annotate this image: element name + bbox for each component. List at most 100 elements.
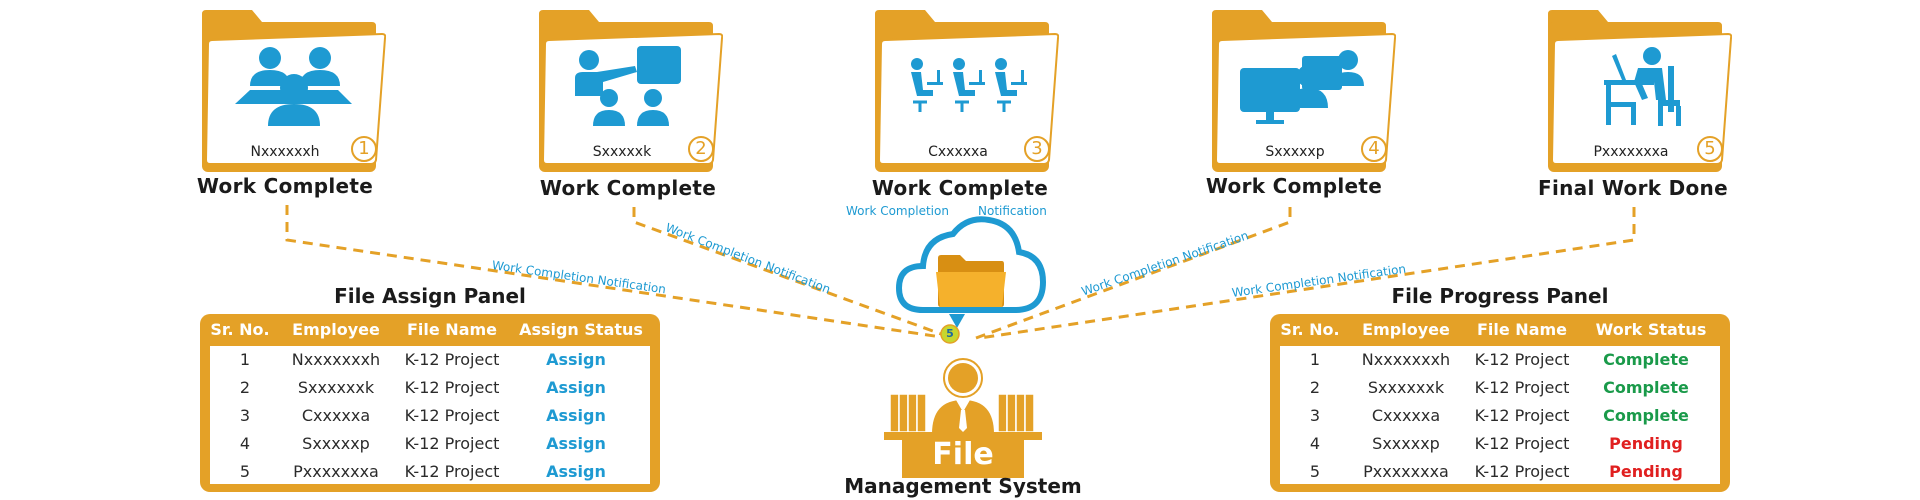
workstations-icon bbox=[911, 58, 1027, 112]
table-row: 2 Sxxxxxxk K-12 Project Complete bbox=[1280, 374, 1720, 402]
assign-panel-body: 1 Nxxxxxxxh K-12 Project Assign 2 Sxxxxx… bbox=[210, 346, 650, 484]
cell-sr-no: 1 bbox=[1309, 350, 1321, 369]
monitor-users-icon bbox=[1240, 50, 1364, 124]
cell-employee: Cxxxxxa bbox=[1371, 406, 1441, 425]
cell-employee: Sxxxxxxk bbox=[1367, 378, 1445, 397]
assign-link[interactable]: Assign bbox=[546, 350, 606, 369]
header-sr-no: Sr. No. bbox=[210, 320, 270, 339]
stage-label-2: Work Complete bbox=[539, 176, 717, 200]
progress-panel-header: Sr. No. Employee File Name Work Status bbox=[1270, 314, 1730, 346]
header-employee: Employee bbox=[1362, 320, 1450, 339]
folder-number: 4 bbox=[1368, 138, 1380, 159]
connector-4 bbox=[975, 207, 1292, 340]
cell-sr-no: 5 bbox=[1309, 462, 1321, 481]
assign-link[interactable]: Assign bbox=[546, 434, 606, 453]
cell-sr-no: 2 bbox=[239, 378, 251, 397]
cell-employee: Nxxxxxxxh bbox=[291, 350, 381, 369]
table-row: 5 Pxxxxxxxa K-12 Project Assign bbox=[210, 458, 650, 486]
folder-1: Nxxxxxxh 1 bbox=[200, 8, 386, 172]
folder-5: Pxxxxxxxa 5 bbox=[1546, 8, 1732, 172]
table-row: 1 Nxxxxxxxh K-12 Project Complete bbox=[1280, 346, 1720, 374]
cell-file-name: K-12 Project bbox=[1474, 434, 1570, 453]
folder-4: Sxxxxxp 4 bbox=[1210, 8, 1396, 172]
status-pending: Pending bbox=[1609, 462, 1683, 481]
stage-label-4: Work Complete bbox=[1205, 174, 1383, 198]
cell-sr-no: 4 bbox=[1309, 434, 1321, 453]
cell-sr-no: 3 bbox=[239, 406, 251, 425]
header-assign-status: Assign Status bbox=[519, 320, 643, 339]
folder-3: Cxxxxxa 3 bbox=[873, 8, 1059, 172]
meeting-group-icon bbox=[235, 47, 352, 126]
file-manager-icon bbox=[884, 358, 1042, 478]
cell-sr-no: 3 bbox=[1309, 406, 1321, 425]
table-row: 3 Cxxxxxa K-12 Project Complete bbox=[1280, 402, 1720, 430]
cell-file-name: K-12 Project bbox=[1474, 406, 1570, 425]
header-work-status: Work Status bbox=[1595, 320, 1707, 339]
status-pending: Pending bbox=[1609, 434, 1683, 453]
cell-file-name: K-12 Project bbox=[404, 406, 500, 425]
status-complete: Complete bbox=[1603, 406, 1689, 425]
cell-file-name: K-12 Project bbox=[404, 462, 500, 481]
status-complete: Complete bbox=[1603, 378, 1689, 397]
cell-employee: Cxxxxxa bbox=[301, 406, 371, 425]
folder-number-circle bbox=[1697, 136, 1723, 162]
cell-file-name: K-12 Project bbox=[1474, 378, 1570, 397]
cell-file-name: K-12 Project bbox=[404, 378, 500, 397]
cell-employee: Sxxxxxxk bbox=[297, 378, 375, 397]
table-row: 2 Sxxxxxxk K-12 Project Assign bbox=[210, 374, 650, 402]
notification-label-3b: Notification bbox=[978, 204, 1047, 218]
assign-panel-title: File Assign Panel bbox=[334, 284, 526, 308]
table-row: 4 Sxxxxxp K-12 Project Pending bbox=[1280, 430, 1720, 458]
header-file-name: File Name bbox=[1476, 320, 1568, 339]
cell-file-name: K-12 Project bbox=[404, 434, 500, 453]
progress-panel-body: 1 Nxxxxxxxh K-12 Project Complete 2 Sxxx… bbox=[1280, 346, 1720, 484]
cell-sr-no: 2 bbox=[1309, 378, 1321, 397]
cell-file-name: K-12 Project bbox=[1474, 350, 1570, 369]
folder-employee-name: Cxxxxxa bbox=[928, 144, 988, 160]
folder-number-circle bbox=[1361, 136, 1387, 162]
assign-panel: Sr. No. Employee File Name Assign Status… bbox=[200, 314, 660, 492]
folder-number: 3 bbox=[1031, 138, 1043, 159]
cell-employee: Nxxxxxxxh bbox=[1361, 350, 1451, 369]
folder-number: 1 bbox=[358, 138, 370, 159]
cell-sr-no: 5 bbox=[239, 462, 251, 481]
status-complete: Complete bbox=[1603, 350, 1689, 369]
stage-label-1: Work Complete bbox=[196, 174, 374, 198]
cell-employee: Sxxxxxp bbox=[1372, 434, 1440, 453]
folder-employee-name: Pxxxxxxxa bbox=[1593, 144, 1669, 160]
cell-file-name: K-12 Project bbox=[1474, 462, 1570, 481]
progress-panel: Sr. No. Employee File Name Work Status 1… bbox=[1270, 314, 1730, 492]
folder-number-circle bbox=[688, 136, 714, 162]
system-label: Management System bbox=[844, 474, 1082, 498]
header-sr-no: Sr. No. bbox=[1280, 320, 1340, 339]
table-row: 3 Cxxxxxa K-12 Project Assign bbox=[210, 402, 650, 430]
cell-sr-no: 1 bbox=[239, 350, 251, 369]
header-employee: Employee bbox=[292, 320, 380, 339]
file-sign: File bbox=[932, 437, 994, 472]
table-row: 4 Sxxxxxp K-12 Project Assign bbox=[210, 430, 650, 458]
folder-number: 5 bbox=[1704, 138, 1716, 159]
cell-employee: Sxxxxxp bbox=[302, 434, 370, 453]
folder-number: 2 bbox=[695, 138, 707, 159]
folder-employee-name: Sxxxxxk bbox=[592, 144, 652, 160]
assign-link[interactable]: Assign bbox=[546, 406, 606, 425]
notification-badge-count: 5 bbox=[946, 327, 954, 340]
presentation-icon bbox=[575, 46, 681, 126]
header-file-name: File Name bbox=[406, 320, 498, 339]
progress-panel-title: File Progress Panel bbox=[1391, 284, 1609, 308]
cell-sr-no: 4 bbox=[239, 434, 251, 453]
notification-label-3a: Work Completion bbox=[846, 204, 949, 218]
badge-icon bbox=[940, 324, 960, 344]
folder-2: Sxxxxxk 2 bbox=[537, 8, 723, 172]
cloud-folder-icon bbox=[936, 255, 1006, 307]
cell-employee: Pxxxxxxxa bbox=[293, 462, 379, 481]
connector-2 bbox=[632, 207, 953, 340]
assign-link[interactable]: Assign bbox=[546, 378, 606, 397]
stage-label-5: Final Work Done bbox=[1538, 176, 1728, 200]
assign-link[interactable]: Assign bbox=[546, 462, 606, 481]
table-row: 5 Pxxxxxxxa K-12 Project Pending bbox=[1280, 458, 1720, 486]
folder-number-circle bbox=[1024, 136, 1050, 162]
table-row: 1 Nxxxxxxxh K-12 Project Assign bbox=[210, 346, 650, 374]
